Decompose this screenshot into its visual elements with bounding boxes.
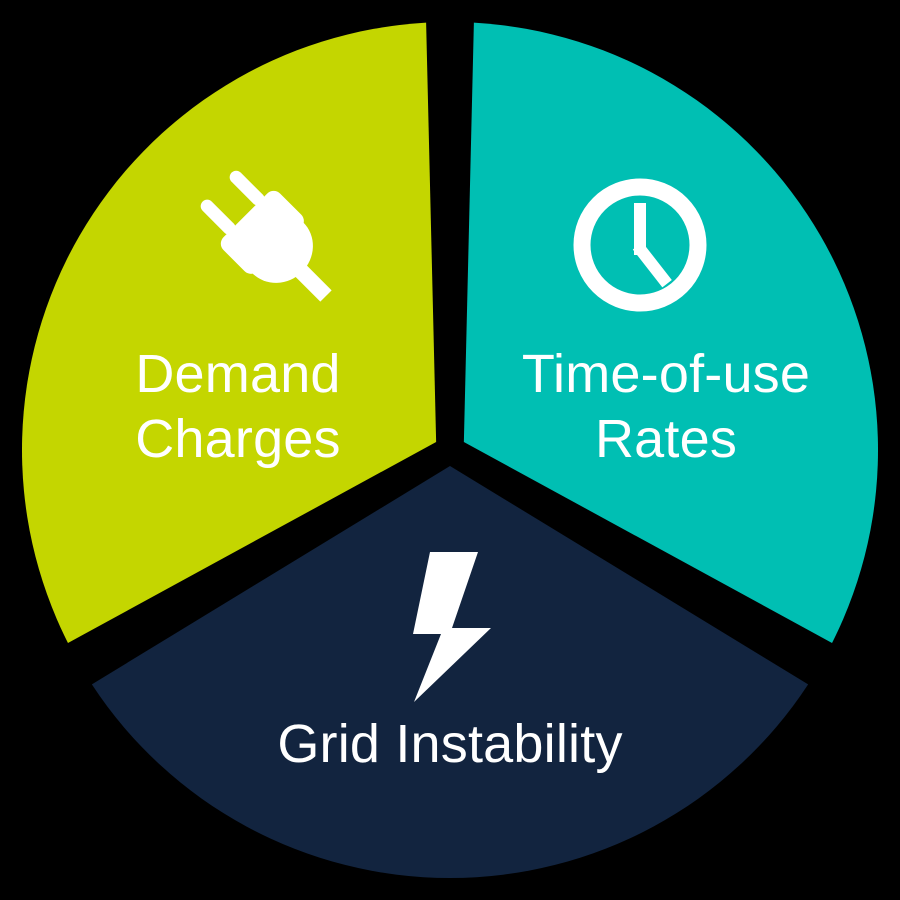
pie-segment-time-of-use-rates[interactable]: Time-of-use Rates [463, 22, 879, 643]
segment-wedge-time-of-use-rates[interactable] [463, 22, 879, 643]
segment-label-demand-charges-line2: Charges [135, 409, 341, 469]
segment-label-demand-charges-line1: Demand [135, 344, 340, 404]
plug-icon [200, 170, 332, 302]
clock-icon [573, 178, 707, 312]
segment-label-grid-instability: Grid Instability [277, 714, 622, 774]
segment-wedge-grid-instability[interactable] [91, 466, 809, 879]
lightning-bolt-icon [413, 552, 491, 702]
pie-segment-demand-charges[interactable]: Demand Charges [21, 22, 437, 643]
segment-label-time-of-use-rates-line2: Rates [595, 409, 737, 469]
segment-wedge-demand-charges[interactable] [21, 22, 437, 643]
pie-segment-grid-instability[interactable]: Grid Instability [91, 466, 809, 879]
segment-label-time-of-use-rates-line1: Time-of-use [522, 344, 810, 404]
